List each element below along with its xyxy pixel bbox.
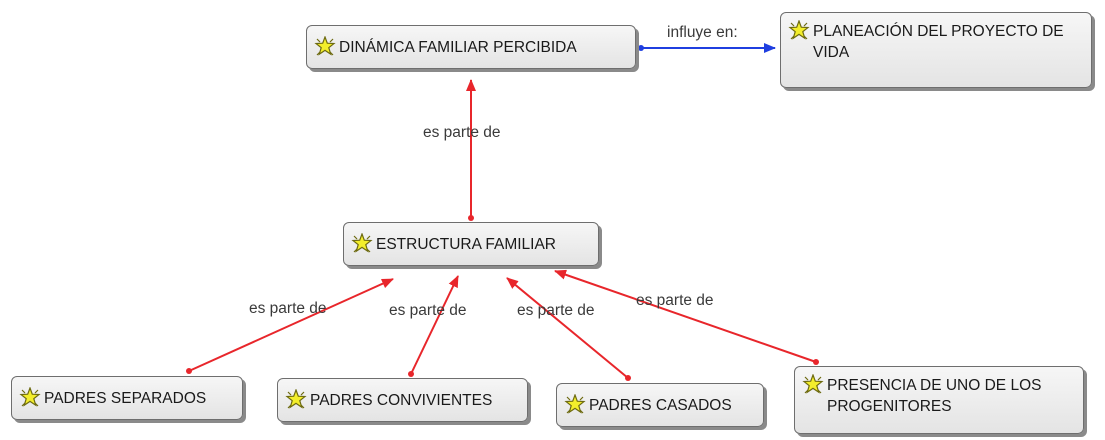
concept-dinamica-familiar[interactable]: DINÁMICA FAMILIAR PERCIBIDA (306, 25, 636, 69)
concept-estructura-familiar[interactable]: ESTRUCTURA FAMILIAR (343, 222, 599, 266)
concept-star-icon (314, 36, 336, 56)
concept-star-icon (788, 20, 810, 40)
link-separados-start-dot (186, 368, 192, 374)
link-label-parte-casados: es parte de (517, 302, 595, 319)
link-label-parte-convivientes: es parte de (389, 302, 467, 319)
concept-presencia-progenitores[interactable]: PRESENCIA DE UNO DE LOS PROGENITORES (794, 366, 1084, 434)
concept-planeacion-proyecto[interactable]: PLANEACIÓN DEL PROYECTO DE VIDA (780, 12, 1092, 88)
concept-label: ESTRUCTURA FAMILIAR (376, 235, 556, 253)
link-influye-start-dot (638, 45, 644, 51)
link-label-parte-estructura: es parte de (423, 124, 501, 141)
concept-star-icon (285, 389, 307, 409)
concept-padres-convivientes[interactable]: PADRES CONVIVIENTES (277, 378, 528, 422)
link-label-parte-presencia: es parte de (636, 292, 714, 309)
link-label-parte-separados: es parte de (249, 300, 327, 317)
concept-padres-casados[interactable]: PADRES CASADOS (556, 383, 764, 427)
concept-star-icon (802, 374, 824, 394)
link-separados-line (188, 278, 394, 372)
concept-label: PLANEACIÓN DEL PROYECTO DE VIDA (813, 23, 1064, 61)
concept-star-icon (19, 387, 41, 407)
concept-label: PADRES CONVIVIENTES (310, 391, 493, 409)
link-casados-line (506, 277, 629, 379)
link-label-influye: influye en: (667, 24, 738, 41)
concept-label: PADRES CASADOS (589, 396, 732, 414)
link-convivientes-start-dot (408, 371, 414, 377)
link-estructura-start-dot (468, 215, 474, 221)
concept-star-icon (564, 394, 586, 414)
link-presencia-start-dot (813, 359, 819, 365)
link-presencia-line (554, 269, 817, 363)
concept-padres-separados[interactable]: PADRES SEPARADOS (11, 376, 243, 420)
concept-label: PADRES SEPARADOS (44, 389, 207, 407)
concept-label: PRESENCIA DE UNO DE LOS PROGENITORES (827, 377, 1042, 415)
link-convivientes-line (410, 275, 459, 375)
link-casados-start-dot (625, 375, 631, 381)
concept-star-icon (351, 233, 373, 253)
concept-label: DINÁMICA FAMILIAR PERCIBIDA (339, 38, 577, 56)
